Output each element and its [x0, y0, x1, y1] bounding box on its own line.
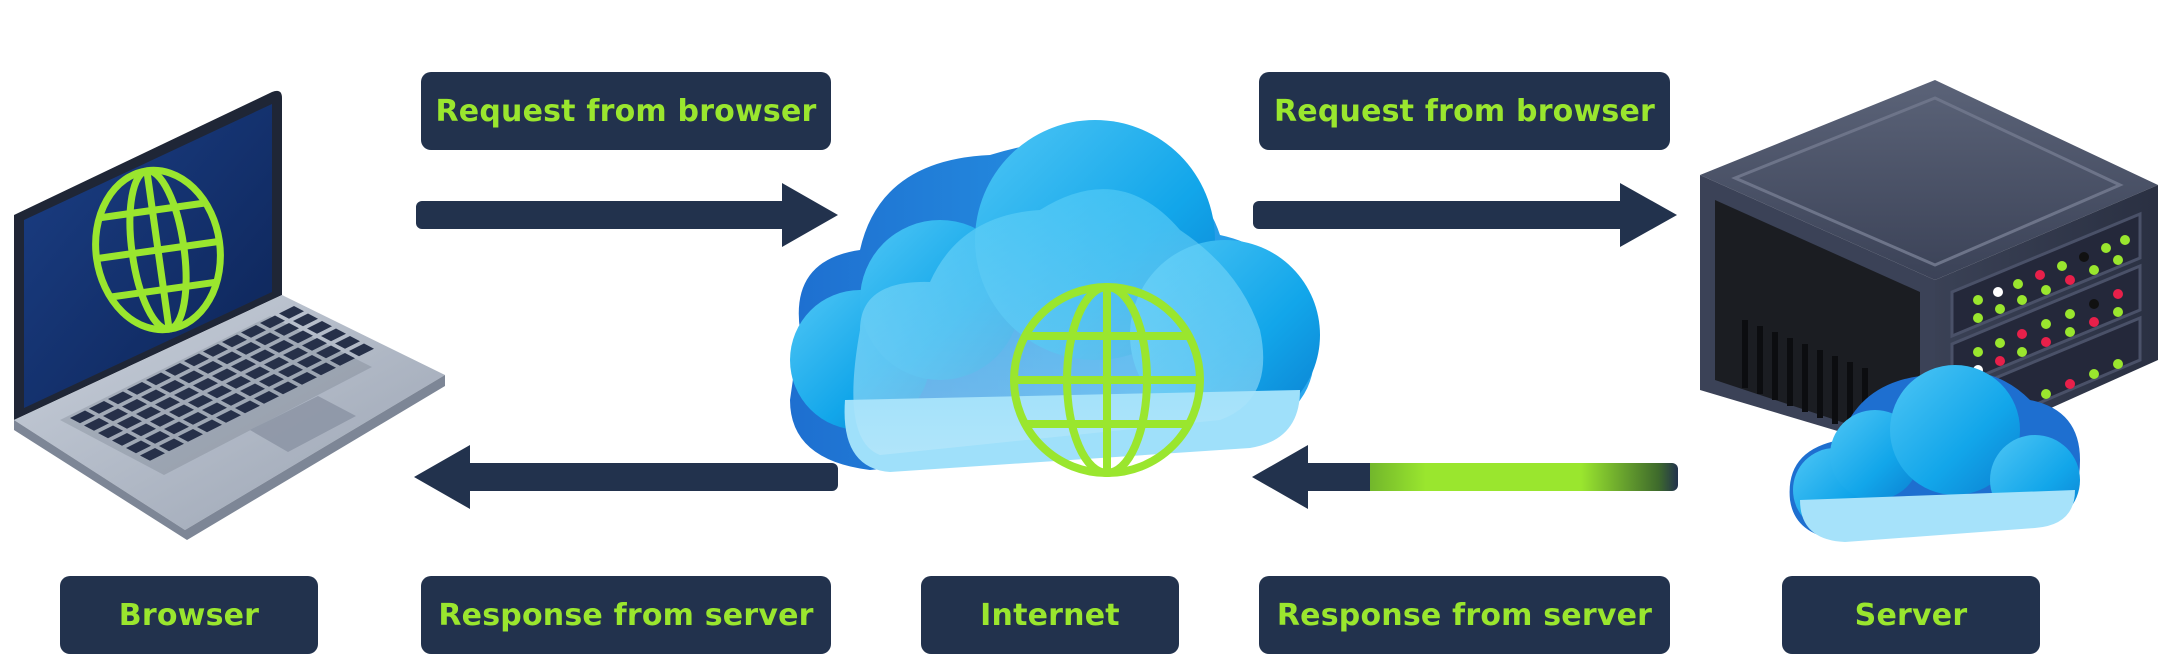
- keyboard-key: [203, 344, 228, 357]
- keyboard-key: [216, 410, 241, 423]
- keyboard-key: [70, 410, 95, 424]
- internet-label: Internet: [921, 576, 1179, 654]
- keyboard-key: [330, 353, 355, 366]
- server-icon: [1700, 80, 2158, 542]
- arrow-right-icon: [416, 183, 838, 247]
- keyboard-key: [212, 368, 237, 382]
- keyboard-key: [127, 382, 152, 395]
- keyboard-key: [184, 353, 209, 367]
- keyboard-key: [254, 391, 279, 404]
- keyboard-key: [98, 425, 123, 439]
- keyboard-key: [178, 429, 203, 442]
- keyboard-key: [283, 347, 308, 361]
- response-label-right: Response from server: [1259, 576, 1670, 654]
- keyboard-key: [278, 364, 303, 378]
- keyboard-key: [240, 383, 265, 397]
- keyboard-key: [193, 378, 218, 391]
- keyboard-key: [141, 389, 166, 403]
- keyboard-key: [221, 393, 246, 406]
- keyboard-key: [349, 343, 374, 357]
- keyboard-key: [183, 412, 208, 425]
- keyboard-key: [269, 340, 294, 353]
- keyboard-key: [202, 402, 227, 416]
- request-label-left: Request from browser: [421, 72, 831, 150]
- keyboard-key: [292, 372, 317, 385]
- keyboard-key: [103, 408, 128, 422]
- keyboard-key: [321, 328, 346, 342]
- keyboard-key: [89, 401, 114, 414]
- keyboard-key: [122, 399, 147, 412]
- keyboard-key: [279, 306, 304, 319]
- keyboard-key: [222, 334, 247, 348]
- keyboard-key: [136, 406, 161, 420]
- keyboard-key: [264, 357, 289, 370]
- keyboard-key: [164, 421, 189, 435]
- keyboard-key: [159, 438, 184, 452]
- keyboard-key: [112, 433, 137, 446]
- keyboard-key: [260, 315, 285, 329]
- cloud-icon: [790, 120, 1320, 477]
- keyboard-key: [169, 404, 194, 418]
- globe-icon: [1010, 283, 1204, 477]
- keyboard-key: [150, 414, 175, 427]
- keyboard-key: [217, 351, 242, 365]
- keyboard-key: [155, 397, 180, 410]
- keyboard-key: [288, 330, 313, 344]
- keyboard-key: [245, 366, 270, 380]
- laptop-icon: [14, 90, 445, 540]
- arrow-left-icon: [414, 445, 838, 509]
- browser-label: Browser: [60, 576, 318, 654]
- keyboard-key: [293, 313, 318, 327]
- keyboard-key: [117, 416, 142, 429]
- keyboard-key: [126, 440, 151, 454]
- keyboard-key: [165, 363, 190, 376]
- keyboard-key: [335, 336, 360, 349]
- keyboard-key: [84, 418, 109, 431]
- keyboard-key: [259, 374, 284, 387]
- keyboard-key: [241, 325, 266, 338]
- cloud-icon: [1789, 365, 2080, 542]
- response-label-left: Response from server: [421, 576, 831, 654]
- keyboard-key: [160, 380, 185, 393]
- keyboard-key: [174, 387, 199, 401]
- keyboard-key: [311, 362, 336, 376]
- arrow-right-icon: [1253, 183, 1677, 247]
- keyboard-key: [140, 448, 165, 461]
- keyboard-key: [297, 355, 322, 368]
- keyboard-key: [274, 323, 299, 336]
- keyboard-key: [250, 349, 275, 363]
- request-label-right: Request from browser: [1259, 72, 1670, 150]
- keyboard-key: [302, 338, 327, 351]
- keyboard-key: [146, 372, 171, 386]
- server-label: Server: [1782, 576, 2040, 654]
- globe-icon: [92, 166, 224, 334]
- keyboard-key: [198, 361, 223, 374]
- keyboard-key: [108, 391, 133, 405]
- keyboard-key: [226, 376, 251, 389]
- keyboard-key: [307, 321, 332, 334]
- keyboard-key: [131, 423, 156, 437]
- keyboard-key: [145, 431, 170, 444]
- keyboard-key: [273, 381, 298, 395]
- keyboard-key: [179, 370, 204, 384]
- keyboard-key: [255, 332, 280, 346]
- keyboard-key: [316, 345, 341, 359]
- arrow-left-icon: [1252, 445, 1678, 509]
- keyboard-key: [207, 385, 232, 399]
- keyboard-key: [231, 359, 256, 372]
- keyboard-key: [197, 419, 222, 433]
- keyboard-key: [235, 400, 260, 414]
- keyboard-key: [236, 342, 261, 355]
- keyboard-key: [188, 395, 213, 408]
